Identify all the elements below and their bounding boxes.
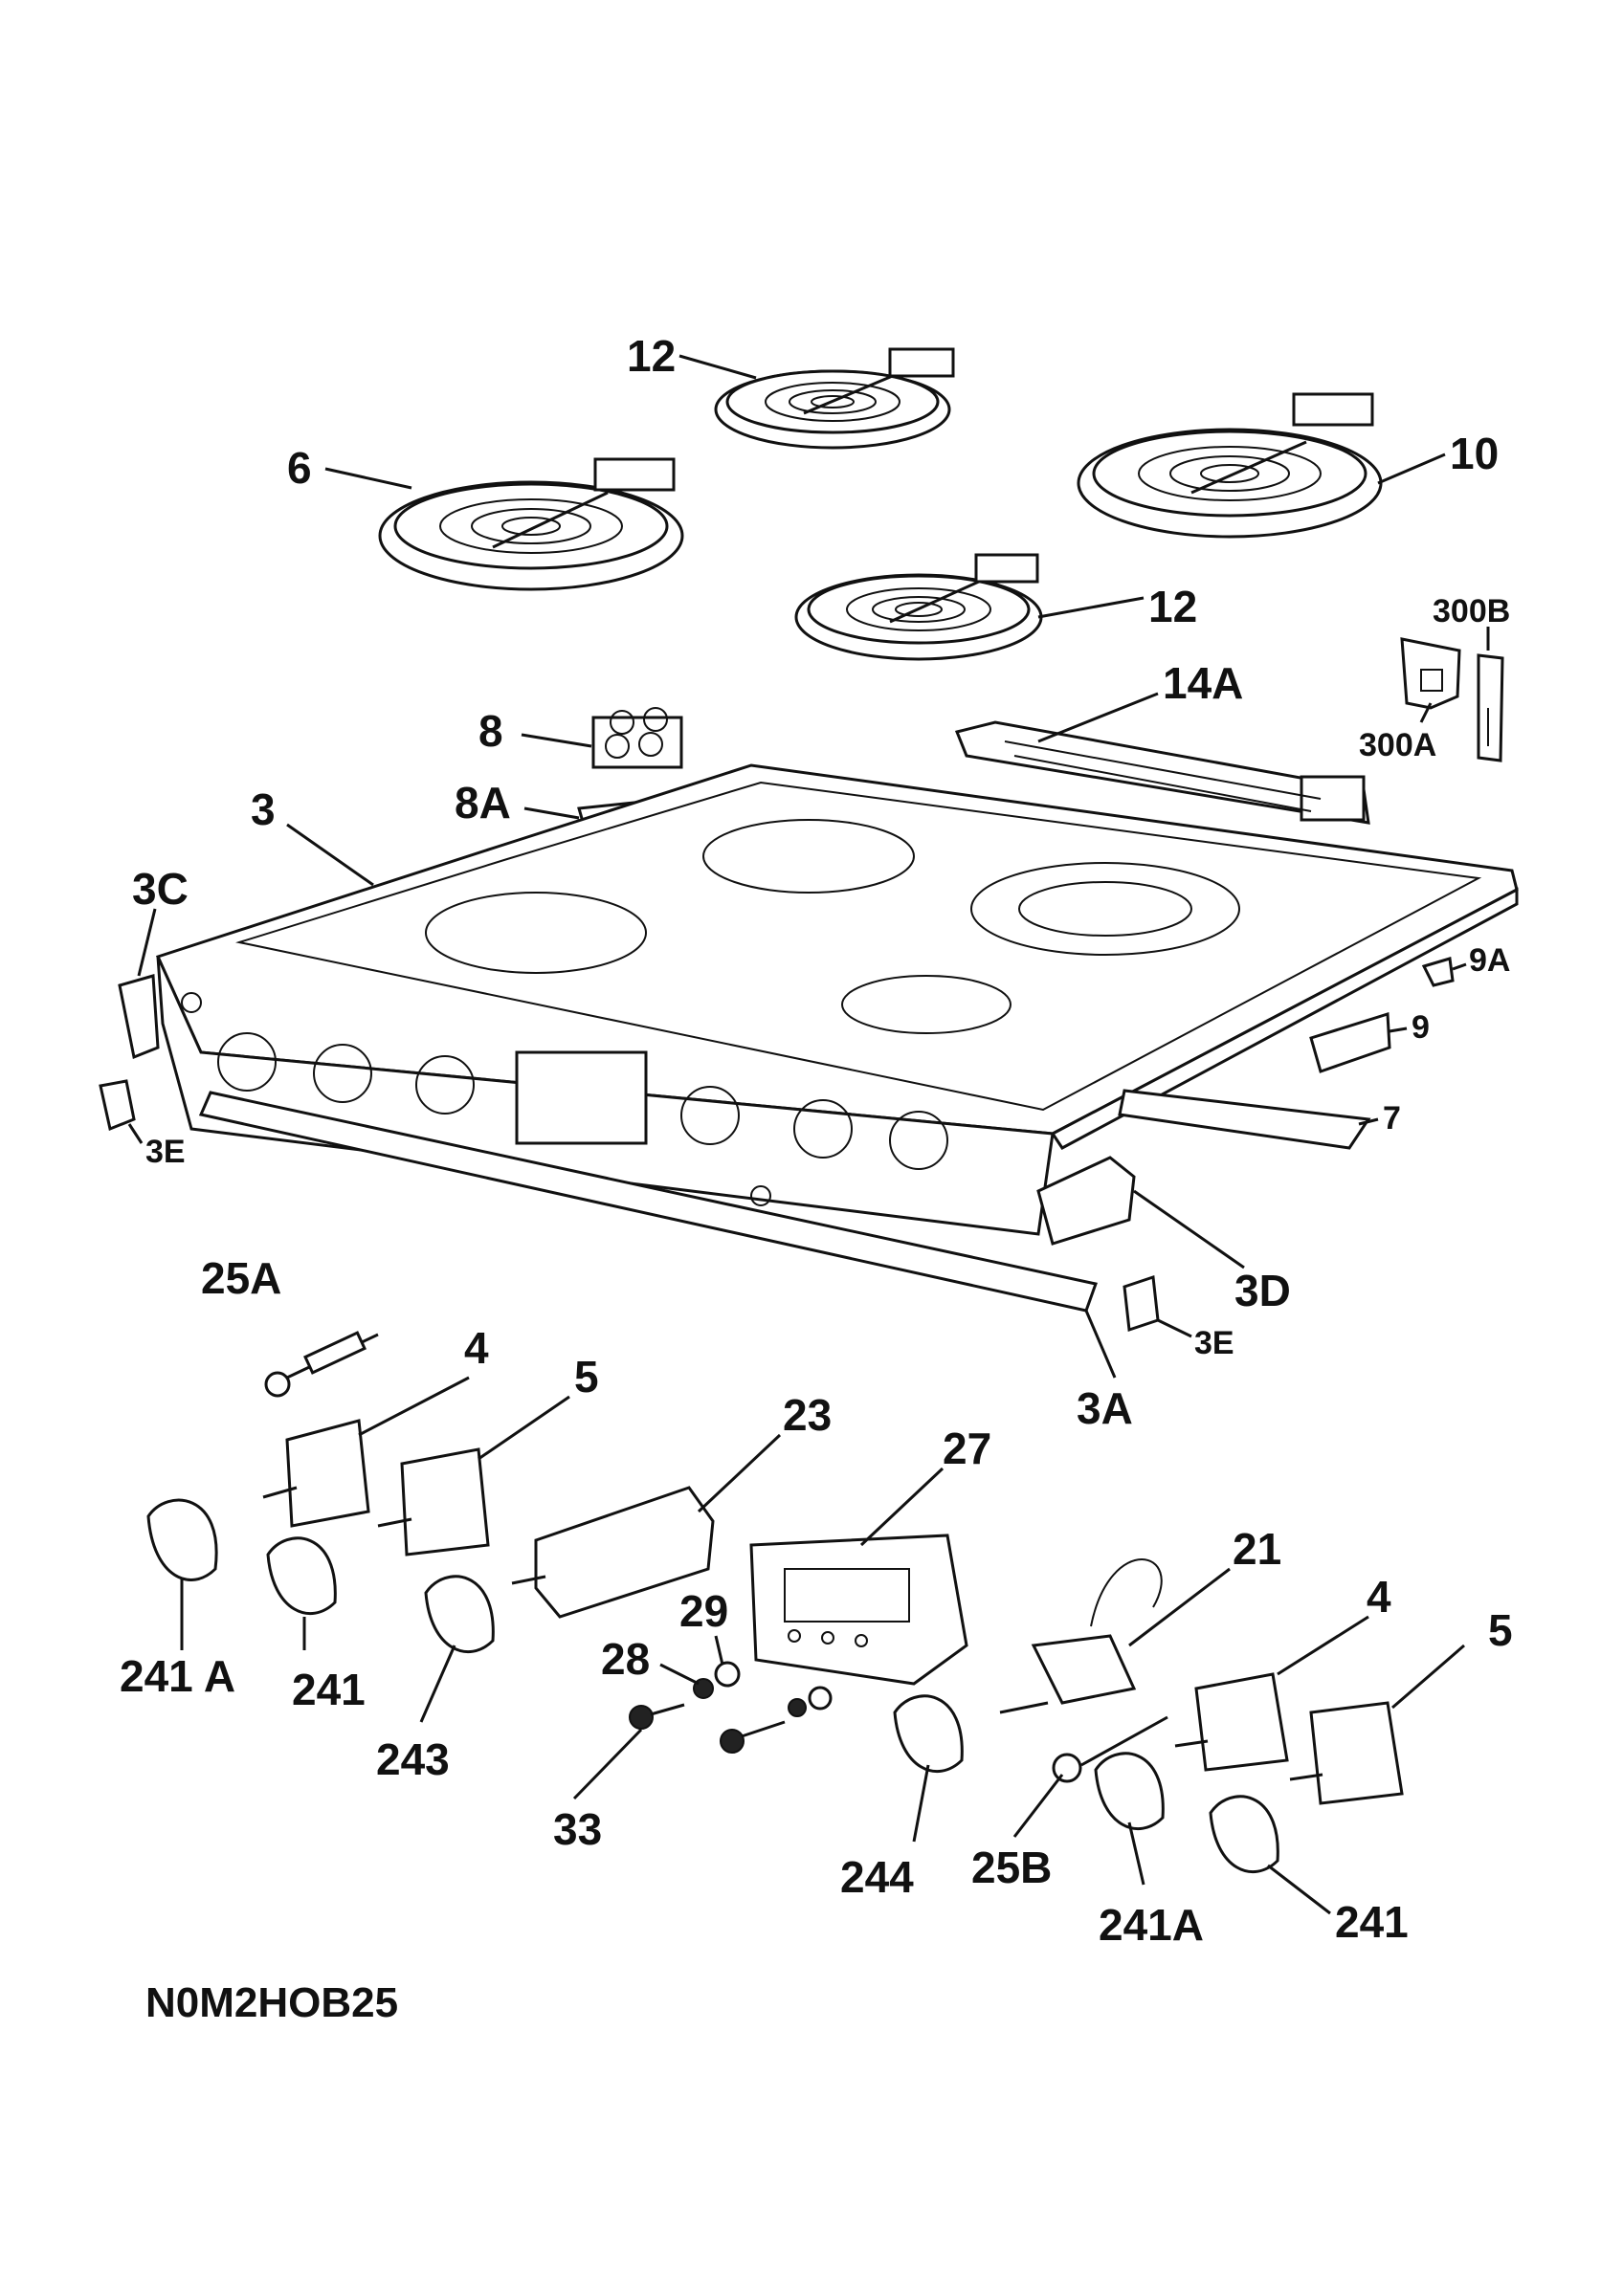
bracket-300b	[1477, 653, 1504, 762]
indicator-lamp-25a	[264, 1331, 379, 1398]
callout-7: 7	[1383, 1100, 1401, 1137]
bracket-3e-left	[99, 1079, 136, 1132]
callout-3d: 3D	[1234, 1266, 1291, 1315]
control-board-14a	[954, 720, 1370, 825]
panel-knob-holes	[181, 992, 948, 1206]
panel-7	[1118, 1089, 1371, 1150]
panel-display-window	[515, 1050, 648, 1145]
callout-6: 6	[287, 443, 312, 493]
callout-241a-left: 241 A	[120, 1651, 235, 1701]
callout-3e-right: 3E	[1194, 1325, 1234, 1361]
switch-5-left	[377, 1447, 490, 1556]
element-6	[378, 457, 684, 591]
callout-9: 9	[1412, 1009, 1430, 1046]
callout-300a: 300A	[1359, 727, 1436, 763]
knob-241a-right	[1094, 1752, 1165, 1830]
callout-3: 3	[251, 784, 276, 834]
callout-3c: 3C	[132, 864, 189, 914]
knob-244	[893, 1694, 964, 1773]
callout-241-right: 241	[1335, 1897, 1409, 1947]
callout-3a: 3A	[1077, 1383, 1133, 1433]
callout-243: 243	[376, 1734, 450, 1784]
callout-14a: 14A	[1163, 658, 1243, 708]
display-module-27	[749, 1534, 968, 1686]
cooktop-3	[155, 763, 1519, 1236]
switch-5-right	[1289, 1701, 1404, 1805]
callout-8: 8	[478, 706, 503, 756]
callout-244: 244	[840, 1852, 914, 1902]
switch-4-left	[262, 1419, 370, 1528]
callout-4-left: 4	[464, 1323, 489, 1373]
callout-4-right: 4	[1367, 1572, 1391, 1622]
terminal-block-8	[591, 707, 683, 769]
callout-27: 27	[943, 1424, 991, 1473]
bracket-3e-right	[1123, 1274, 1160, 1333]
element-10	[1077, 392, 1383, 539]
callout-12-rear: 12	[627, 331, 676, 381]
bracket-3c	[118, 974, 160, 1060]
bracket-300a	[1400, 637, 1461, 710]
callout-23: 23	[783, 1390, 832, 1440]
knob-243	[424, 1575, 495, 1653]
callout-241-left: 241	[292, 1665, 366, 1714]
indicator-lamp-25b	[1052, 1715, 1168, 1783]
callout-12-front: 12	[1148, 582, 1197, 631]
knob-241-left	[266, 1536, 337, 1615]
callout-3e-left: 3E	[145, 1134, 186, 1170]
element-12-rear-left	[714, 347, 955, 450]
callout-21: 21	[1233, 1524, 1281, 1574]
diagram-code: N0M2HOB25	[145, 1979, 398, 2026]
element-12-front	[794, 553, 1043, 661]
bracket-3d	[1036, 1156, 1136, 1246]
clock-timer-23	[511, 1486, 715, 1619]
callout-300b: 300B	[1433, 593, 1510, 629]
callout-25b: 25B	[971, 1843, 1052, 1892]
callout-8a: 8A	[455, 778, 511, 828]
thermostat-21	[999, 1558, 1163, 1714]
switch-4-right	[1174, 1672, 1289, 1772]
callout-5-right: 5	[1488, 1605, 1513, 1655]
bracket-9a	[1421, 957, 1455, 987]
callout-29: 29	[679, 1586, 728, 1636]
callout-10: 10	[1450, 429, 1499, 478]
leader-lines	[127, 354, 1490, 1915]
knob-241a-left	[146, 1498, 218, 1581]
callout-9a: 9A	[1469, 942, 1510, 979]
screw-33a	[629, 1703, 685, 1730]
callout-33: 33	[553, 1804, 602, 1854]
spacer-29	[714, 1661, 741, 1688]
bracket-9	[1309, 1011, 1391, 1073]
knob-241-right	[1209, 1795, 1279, 1873]
screw-33b	[720, 1686, 833, 1754]
callout-25a: 25A	[201, 1253, 281, 1303]
callout-28: 28	[601, 1634, 650, 1684]
callout-5-left: 5	[574, 1352, 599, 1402]
callout-241a-right: 241A	[1099, 1900, 1204, 1950]
